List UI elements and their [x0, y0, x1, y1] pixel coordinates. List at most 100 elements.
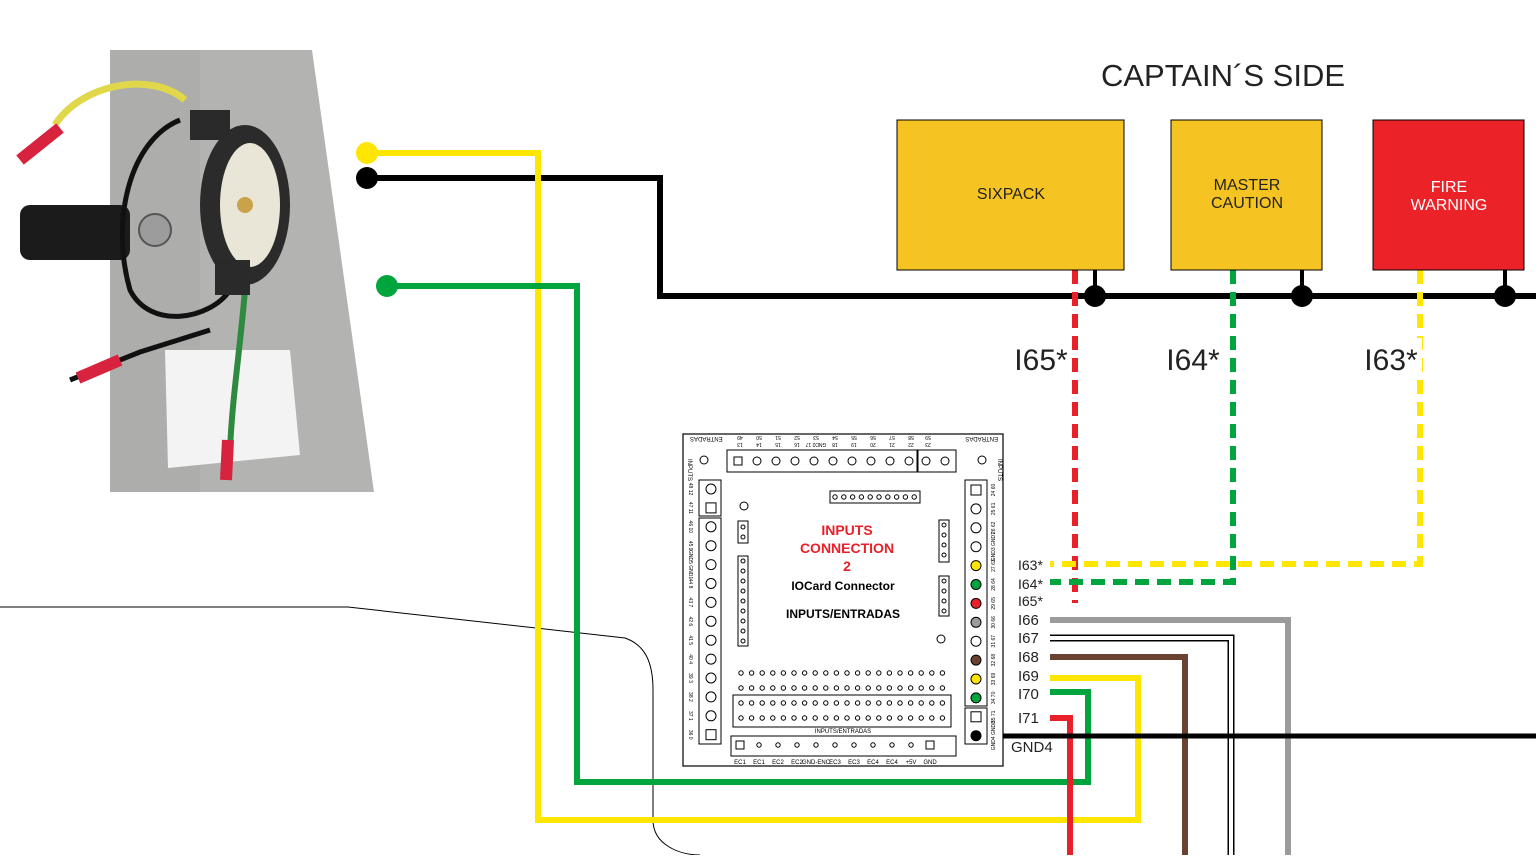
header-pin: [941, 598, 947, 604]
grid-pin: [886, 670, 893, 676]
green-wire: [387, 283, 1091, 785]
top-pin-label: 22: [908, 441, 914, 447]
board-corner-left-2: INPUTS: [686, 459, 692, 481]
bottom-pin: [889, 742, 895, 748]
grid-pin: [791, 685, 797, 691]
bottom-pin-label: GND-ENC: [802, 760, 831, 766]
header-pin: [893, 494, 900, 500]
top-pin: [921, 456, 931, 466]
grid-pin: [865, 670, 871, 676]
top-pin-label: 19: [851, 441, 857, 447]
header-pin: [740, 618, 746, 624]
bottom-pin-label: EC1: [753, 760, 765, 766]
panel-ground-stubs: [1084, 270, 1516, 307]
top-pin: [790, 456, 800, 466]
black-wire-terminal: [356, 167, 378, 189]
header-pin: [876, 494, 882, 500]
grid-pin: [748, 685, 755, 691]
grid-pin: [897, 715, 903, 721]
iocard-board: ENTRADAS INPUTS ENTRADAS INPUTS 49135014…: [682, 433, 1004, 767]
input-label: I71: [1018, 710, 1039, 727]
top-pin: [847, 456, 857, 466]
grid-pin: [833, 700, 840, 706]
grid-pin: [939, 670, 946, 676]
header-pin: [858, 494, 865, 500]
top-pin-label: 53: [813, 434, 819, 440]
grid-pin: [876, 670, 882, 676]
header-pin: [885, 494, 891, 500]
top-pin: [940, 456, 950, 466]
left-pin-label: 40 4: [687, 654, 693, 664]
bottom-pin: [735, 740, 745, 750]
top-pin-label: 13: [737, 441, 743, 447]
header-pin: [902, 494, 909, 500]
board-title-1: INPUTS: [821, 522, 872, 538]
grid-pin: [854, 670, 861, 676]
board-title-2: CONNECTION: [800, 540, 894, 556]
grid-pin: [801, 670, 808, 676]
right-pin: [970, 541, 982, 553]
board-dot-grid: [738, 670, 946, 721]
grid-pin: [801, 700, 808, 706]
grid-pin: [929, 715, 935, 721]
yellow-wire: [367, 150, 1141, 823]
top-pin-label: 59: [925, 434, 931, 440]
grid-pin: [759, 715, 765, 721]
bottom-pin: [851, 742, 857, 748]
left-pin-label: 39 3: [687, 673, 693, 683]
right-pin-label: 27 63: [991, 559, 997, 572]
grid-pin: [770, 670, 776, 676]
grid-pin: [918, 715, 924, 721]
grid-pin: [897, 685, 903, 691]
right-pin-label: 25 61: [991, 502, 997, 515]
right-pin: [970, 635, 982, 647]
top-pin-label: 54: [832, 434, 838, 440]
left-pin-label: 37 1: [687, 711, 693, 721]
right-pin: [970, 597, 982, 609]
input-label: I68: [1018, 649, 1039, 666]
top-pin: [752, 456, 762, 466]
bottom-pin-label: EC4: [867, 760, 879, 766]
header-pin: [941, 542, 947, 548]
header-pin: [941, 522, 947, 528]
grid-pin: [812, 700, 818, 706]
left-pin-label: 42 6: [687, 616, 693, 626]
grid-pin: [738, 670, 744, 676]
right-pin: [970, 711, 982, 723]
header-pin: [832, 494, 838, 500]
grid-pin: [918, 700, 924, 706]
grid-pin: [770, 700, 776, 706]
board-corner-right-2: INPUTS: [996, 459, 1002, 481]
grid-pin: [918, 670, 924, 676]
header-pin: [740, 588, 746, 594]
right-pin: [970, 579, 982, 590]
right-pin: [970, 503, 982, 515]
input-label: I66: [1018, 612, 1039, 629]
right-pin-label: 29 65: [991, 597, 997, 610]
left-pin: [705, 483, 717, 495]
right-pin-label: 28 64: [991, 578, 997, 591]
header-pin: [740, 598, 746, 604]
grid-pin: [780, 715, 787, 721]
panel-fire-warning-label-2: WARNING: [1411, 197, 1488, 214]
grid-pin: [854, 700, 861, 706]
left-pin-label: 44 8: [687, 579, 693, 589]
bottom-pin-label: EC3: [848, 760, 860, 766]
grid-pin: [918, 685, 924, 691]
grid-pin: [897, 670, 903, 676]
left-pin: [705, 596, 717, 608]
bottom-pin-label: EC4: [886, 760, 898, 766]
grid-pin: [844, 715, 850, 721]
bottom-pin-label: GND: [923, 760, 937, 766]
wire-label-i63: I63*: [1364, 344, 1418, 377]
header-pin: [740, 578, 746, 584]
gray-wire: [1050, 617, 1291, 855]
grid-pin: [876, 700, 882, 706]
wire-label-i65: I65*: [1014, 344, 1068, 377]
header-pin: [740, 638, 746, 644]
panel-fire-warning: FIRE WARNING: [1372, 119, 1525, 271]
board-corner-left-1: ENTRADAS: [690, 435, 723, 441]
right-pin: [970, 616, 982, 628]
top-pin: [885, 456, 895, 466]
